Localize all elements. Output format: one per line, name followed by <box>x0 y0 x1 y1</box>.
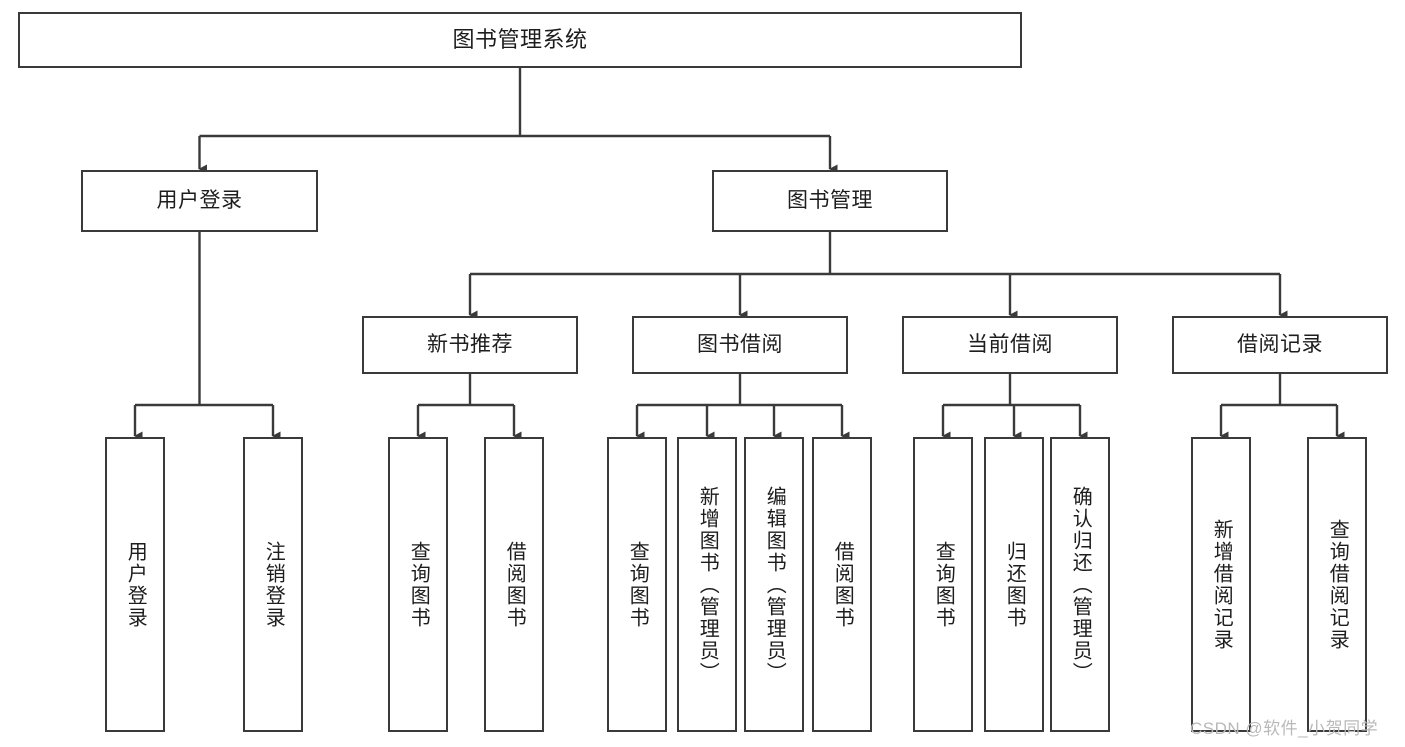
node-label: 编辑图书（管理员） <box>763 485 786 684</box>
node-book-borrow[interactable]: 图书借阅 <box>632 316 848 374</box>
node-label: 用户登录 <box>156 188 243 212</box>
node-label: 用户登录 <box>124 540 147 629</box>
watermark-label: CSDN @软件_小贺同学 <box>1190 719 1379 738</box>
node-leaf-cur-return[interactable]: 归还图书 <box>984 437 1044 732</box>
node-label: 注销登录 <box>262 540 285 629</box>
node-label: 图书借阅 <box>697 332 783 356</box>
node-leaf-cur-query[interactable]: 查询图书 <box>913 437 973 732</box>
node-leaf-rec-add[interactable]: 新增借阅记录 <box>1191 437 1251 732</box>
node-label: 新书推荐 <box>427 332 513 356</box>
node-leaf-borrow-add[interactable]: 新增图书（管理员） <box>677 437 737 732</box>
node-leaf-borrow-query[interactable]: 查询图书 <box>607 437 667 732</box>
node-leaf-user-logout[interactable]: 注销登录 <box>243 437 303 732</box>
node-current-borrow[interactable]: 当前借阅 <box>902 316 1118 374</box>
node-root[interactable]: 图书管理系统 <box>18 12 1022 68</box>
node-label: 新增借阅记录 <box>1210 518 1233 651</box>
node-label: 归还图书 <box>1003 540 1026 629</box>
node-leaf-user-login[interactable]: 用户登录 <box>105 437 165 732</box>
node-label: 查询图书 <box>932 540 955 629</box>
node-label: 借阅图书 <box>503 540 526 629</box>
node-leaf-borrow-edit[interactable]: 编辑图书（管理员） <box>744 437 804 732</box>
node-new-book-rec[interactable]: 新书推荐 <box>362 316 578 374</box>
node-label: 当前借阅 <box>967 332 1053 356</box>
node-label: 查询图书 <box>407 540 430 629</box>
node-user-login[interactable]: 用户登录 <box>81 170 318 232</box>
node-label: 确认归还（管理员） <box>1069 485 1092 684</box>
node-label: 图书管理系统 <box>452 27 588 53</box>
node-leaf-rec-search[interactable]: 查询借阅记录 <box>1307 437 1367 732</box>
node-label: 查询借阅记录 <box>1326 518 1349 651</box>
node-book-manage[interactable]: 图书管理 <box>712 170 948 232</box>
node-label: 图书管理 <box>787 188 873 212</box>
edge-group <box>133 68 1345 441</box>
node-leaf-rec-query[interactable]: 查询图书 <box>388 437 448 732</box>
node-label: 借阅记录 <box>1237 332 1323 356</box>
node-label: 借阅图书 <box>831 540 854 629</box>
node-leaf-borrow-lend[interactable]: 借阅图书 <box>812 437 872 732</box>
node-leaf-rec-borrow[interactable]: 借阅图书 <box>484 437 544 732</box>
node-leaf-cur-confirm[interactable]: 确认归还（管理员） <box>1050 437 1110 732</box>
node-borrow-record[interactable]: 借阅记录 <box>1172 316 1388 374</box>
node-label: 新增图书（管理员） <box>696 485 719 684</box>
node-label: 查询图书 <box>626 540 649 629</box>
